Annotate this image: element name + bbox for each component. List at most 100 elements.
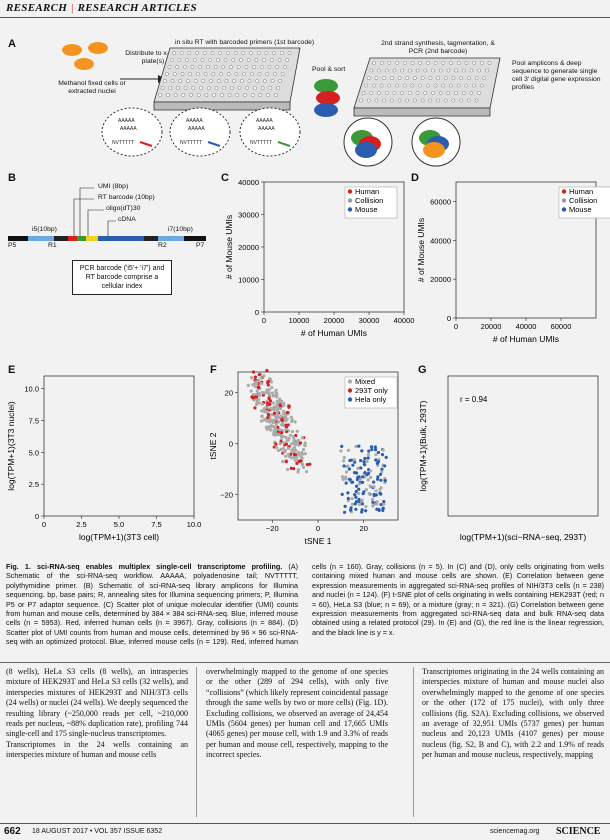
cluster-hela-point: [347, 477, 352, 481]
plate-well: [431, 68, 435, 73]
plate-well: [459, 76, 463, 80]
y-tick-label: 60000: [430, 197, 451, 206]
mixed-point: [295, 440, 299, 444]
mixed-point: [288, 433, 293, 437]
mixed-point: [265, 427, 269, 431]
mixed-point: [365, 459, 369, 464]
mixed-point: [278, 407, 283, 411]
plate-well: [469, 68, 474, 73]
plate-well: [400, 68, 405, 73]
plate-well: [418, 83, 422, 88]
plate-icon: [153, 47, 301, 111]
mixed-point: [270, 418, 274, 422]
mixed-point: [356, 466, 360, 470]
cluster-hela-point: [360, 510, 364, 514]
mixed-point: [264, 390, 269, 394]
legend-label: Human: [569, 187, 593, 196]
mixed-point: [267, 391, 271, 395]
legend-box: [344, 376, 398, 409]
plate-well: [285, 58, 289, 62]
cluster-hela-point: [353, 492, 357, 497]
mixed-point: [262, 408, 266, 412]
legend-label: Mouse: [355, 205, 378, 214]
mixed-point: [381, 448, 385, 452]
legend-marker: [347, 379, 353, 384]
plate-well: [390, 98, 394, 103]
plate-well: [223, 58, 228, 62]
mixed-point: [269, 380, 273, 384]
plate-well: [232, 79, 236, 83]
mixed-point: [265, 410, 269, 414]
plate-well: [241, 51, 246, 55]
plate-well: [236, 65, 241, 69]
column-divider-2: [413, 667, 414, 817]
cluster-hela-point: [365, 473, 369, 477]
plate-well: [198, 65, 203, 69]
mixed-point: [270, 391, 274, 395]
second-barcode-text: 2nd strand synthesis, tagmentation, & PC…: [381, 40, 495, 55]
mixed-point: [268, 377, 272, 381]
plate-well: [454, 91, 458, 95]
rt-barcode-label: RT barcode (10bp): [98, 194, 155, 201]
plate-well: [423, 68, 428, 73]
cluster-hela-point: [359, 466, 363, 470]
cluster-hela-point: [370, 447, 374, 452]
body-column-1: (8 wells), HeLa S3 cells (8 wells), an i…: [6, 667, 188, 760]
x-tick-label: 40000: [394, 316, 415, 325]
plate-well: [267, 65, 272, 69]
plate-well: [283, 65, 287, 69]
cluster-hela-point: [364, 509, 368, 513]
mixed-point: [366, 478, 370, 482]
plate-well: [211, 72, 216, 76]
plot-frame: [447, 375, 599, 517]
issue-info: 18 AUGUST 2017 • VOL 357 ISSUE 6352: [32, 828, 163, 835]
plate-well: [413, 76, 417, 80]
cluster-hela-point: [359, 458, 363, 463]
plate-well: [273, 72, 277, 76]
plate-well: [165, 72, 169, 76]
plate-well: [203, 72, 208, 76]
x-tick-label: 0: [42, 520, 46, 529]
cluster-hela-point: [362, 490, 366, 494]
mixed-point: [257, 401, 261, 405]
mixed-point: [369, 485, 373, 489]
plate-well: [279, 51, 284, 55]
plate-well: [175, 65, 179, 69]
mixed-point: [292, 439, 296, 443]
cluster-hela-point: [353, 502, 357, 506]
mixed-point: [254, 392, 258, 397]
plate-well: [226, 51, 230, 55]
caption-lead: Fig. 1. sci-RNA-seq enables multiplex si…: [6, 562, 283, 571]
cluster-293t-point: [257, 372, 261, 377]
mixed-point: [250, 376, 254, 380]
plate-well: [270, 58, 274, 62]
mixed-point: [295, 429, 299, 433]
plate-well: [428, 76, 433, 80]
mixed-point: [259, 381, 263, 386]
x-tick-label: 20000: [324, 316, 345, 325]
cluster-293t-point: [253, 406, 257, 410]
mixed-point: [357, 482, 362, 486]
plate-well: [444, 76, 448, 80]
mixed-point: [291, 434, 296, 439]
cluster-hela-point: [378, 491, 382, 495]
x-axis-label: # of Human UMIs: [493, 334, 559, 344]
mixed-point: [360, 498, 364, 502]
plate-well: [213, 65, 218, 69]
panel-a-label: A: [8, 38, 16, 50]
plate-well: [485, 68, 489, 73]
cluster-hela-point: [374, 493, 378, 497]
cluster-hela-point: [354, 484, 359, 488]
plate-well: [206, 65, 210, 69]
mixed-point: [259, 419, 263, 423]
plate-well: [277, 58, 282, 62]
mixed-point: [344, 477, 348, 481]
svg-text:AAAAA: AAAAA: [120, 126, 137, 132]
plate-well: [456, 61, 461, 65]
cluster-hela-point: [375, 477, 380, 481]
plate-well: [170, 79, 175, 83]
cluster-hela-point: [347, 467, 351, 471]
plate-well: [433, 61, 438, 65]
cluster-293t-point: [287, 405, 291, 409]
